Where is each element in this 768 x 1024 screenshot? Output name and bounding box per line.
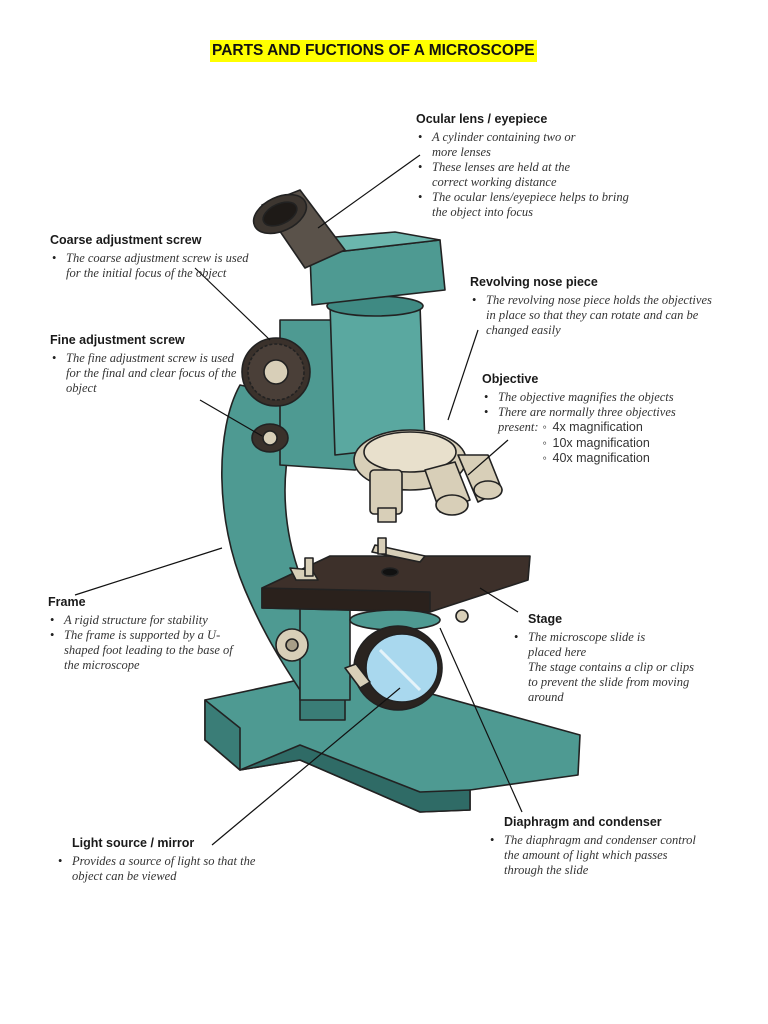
objectives: [369, 454, 503, 523]
fine-item: The fine adjustment screw is used for th…: [50, 351, 241, 396]
coarse-item: The coarse adjustment screw is used for …: [50, 251, 251, 281]
frame-item: The frame is supported by a U-shaped foo…: [48, 628, 239, 673]
label-light-heading: Light source / mirror: [72, 836, 195, 850]
label-frame-heading: Frame: [48, 595, 86, 609]
label-fine-heading: Fine adjustment screw: [50, 333, 185, 347]
label-coarse-heading: Coarse adjustment screw: [50, 233, 202, 247]
objective-item: The objective magnifies the objects: [482, 390, 722, 405]
label-revolving-heading: Revolving nose piece: [470, 275, 598, 289]
coarse-knob: [241, 337, 311, 407]
label-light: Light source / mirror Provides a source …: [56, 836, 276, 884]
label-diaphragm-heading: Diaphragm and condenser: [504, 815, 662, 829]
magnification-item: 4x magnification: [543, 420, 650, 436]
label-stage: Stage The microscope slide is placed her…: [512, 612, 712, 705]
diaphragm-item: The diaphragm and condenser control the …: [488, 833, 709, 878]
label-diaphragm: Diaphragm and condenser The diaphragm an…: [488, 815, 718, 878]
magnification-item: 10x magnification: [543, 436, 650, 452]
label-fine: Fine adjustment screw The fine adjustmen…: [50, 333, 240, 396]
label-frame: Frame A rigid structure for stability Th…: [48, 595, 248, 673]
ocular-item: The ocular lens/eyepiece helps to bring …: [416, 190, 637, 220]
mirror: [344, 625, 443, 711]
ocular-item: A cylinder containing two or more lenses: [416, 130, 592, 160]
label-objective-heading: Objective: [482, 372, 539, 386]
ocular-item: These lenses are held at the correct wor…: [416, 160, 602, 190]
stage-clips: [289, 537, 426, 581]
label-stage-heading: Stage: [528, 612, 563, 626]
fine-knob: [251, 423, 289, 453]
label-objective: Objective The objective magnifies the ob…: [482, 372, 722, 467]
stage-item: The microscope slide is placed here: [512, 630, 678, 660]
leader-lines: [74, 154, 523, 846]
label-revolving: Revolving nose piece The revolving nose …: [470, 275, 720, 338]
eyepiece: [252, 189, 346, 269]
label-coarse: Coarse adjustment screw The coarse adjus…: [50, 233, 250, 281]
objective-present-label: present:: [498, 420, 539, 434]
objective-item: There are normally three objectives: [482, 405, 722, 420]
magnification-item: 40x magnification: [543, 451, 650, 467]
label-ocular: Ocular lens / eyepiece A cylinder contai…: [416, 112, 636, 220]
label-ocular-heading: Ocular lens / eyepiece: [416, 112, 548, 126]
frame-item: A rigid structure for stability: [48, 613, 248, 628]
revolving-item: The revolving nose piece holds the objec…: [470, 293, 718, 338]
page-title: PARTS AND FUCTIONS OF A MICROSCOPE: [210, 40, 537, 62]
light-item: Provides a source of light so that the o…: [56, 854, 272, 884]
stage-extra: The stage contains a clip or clips to pr…: [528, 660, 694, 704]
